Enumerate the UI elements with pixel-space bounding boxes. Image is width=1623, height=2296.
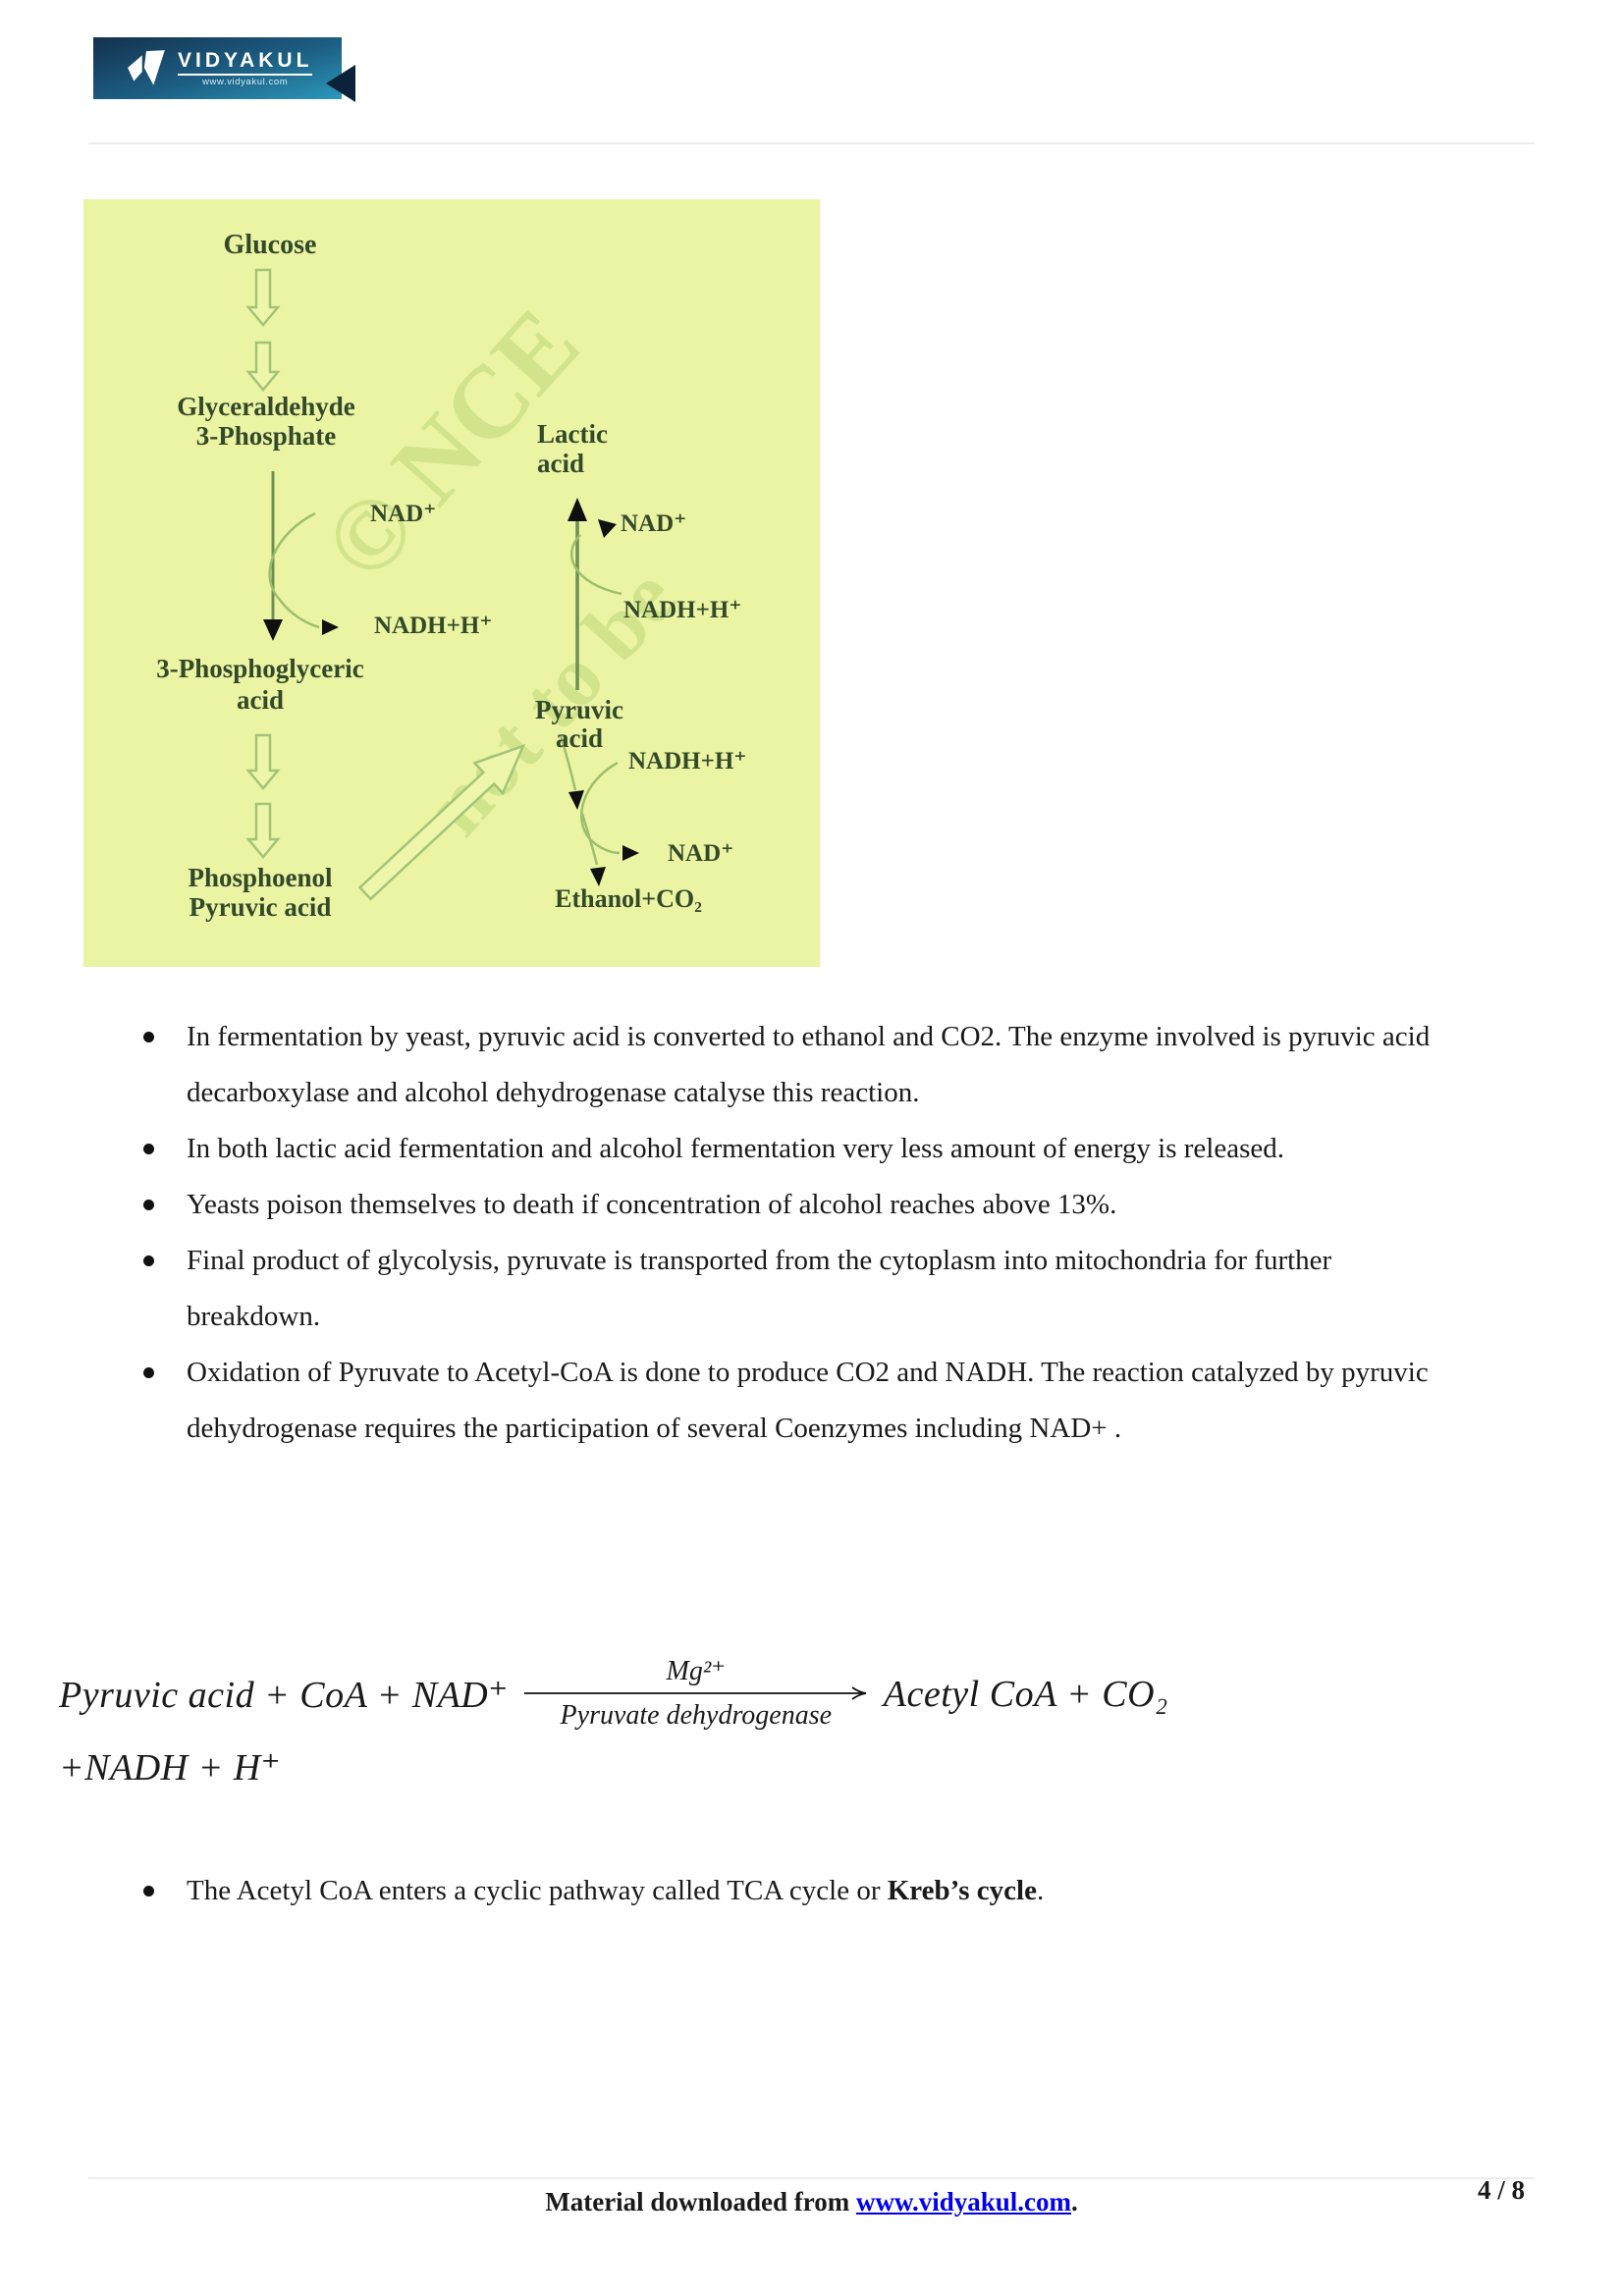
cofactor-arc [569, 534, 622, 596]
bullet-tail: . [1036, 1875, 1045, 1906]
cofactor-nadh-h: NADH+H⁺ [628, 748, 747, 774]
node-line: Pyruvic acid [189, 892, 332, 922]
node-line: Pyruvic [535, 695, 623, 724]
brand-url: www.vidyakul.com [202, 76, 289, 87]
solid-arrowhead [598, 519, 617, 538]
hollow-down-arrow [245, 341, 281, 392]
notes-bullet-list: In fermentation by yeast, pyruvic acid i… [88, 1009, 1463, 1457]
solid-arrowhead [622, 845, 639, 861]
cofactor-nadh-h: NADH+H⁺ [374, 613, 493, 639]
bullet-item: In fermentation by yeast, pyruvic acid i… [88, 1009, 1463, 1121]
node-glyceraldehyde-3-phosphate: Glyceraldehyde 3-Phosphate [129, 392, 404, 451]
node-line: acid [537, 449, 585, 478]
hollow-down-arrow [245, 733, 281, 790]
node-glucose: Glucose [223, 230, 317, 260]
solid-arrowhead [590, 867, 606, 886]
bullet-item: Yeasts poison themselves to death if con… [88, 1177, 1463, 1233]
cofactor-nad-plus: NAD⁺ [621, 510, 687, 537]
footer-separator [88, 2177, 1535, 2179]
equation-rhs: Acetyl CoA + CO₂ [883, 1674, 1168, 1715]
bullet-item: Final product of glycolysis, pyruvate is… [88, 1233, 1463, 1345]
bullet-text: The Acetyl CoA enters a cyclic pathway c… [187, 1875, 888, 1906]
node-ethanol-co2: Ethanol+CO₂ [555, 884, 702, 913]
bullet-item: The Acetyl CoA enters a cyclic pathway c… [88, 1863, 1463, 1919]
right-arrow-icon [523, 1686, 866, 1700]
node-line: 3-Phosphoglyceric [156, 654, 364, 683]
equation-main-row: Pyruvic acid + CoA + NAD⁺ Mg²⁺ Pyruvate … [59, 1657, 1571, 1732]
hollow-diagonal-arrow [357, 743, 526, 901]
footer: Material downloaded from www.vidyakul.co… [0, 2187, 1623, 2217]
reaction-line [559, 734, 577, 791]
node-line: 3-Phosphate [195, 421, 337, 451]
equation-enzyme-bottom: Pyruvate dehydrogenase [560, 1700, 833, 1731]
bullet-item: In both lactic acid fermentation and alc… [88, 1121, 1463, 1177]
header-separator [88, 142, 1535, 144]
solid-arrowhead [568, 790, 584, 810]
fermentation-pathway-diagram: © NCE not to be Glucose Glyceraldehyde [83, 199, 820, 967]
cofactor-arc [580, 761, 621, 855]
bullet-bold-text: Kreb’s cycle [887, 1875, 1037, 1906]
diagram-arrows-layer [245, 268, 639, 901]
node-line: Lactic [537, 419, 608, 449]
equation-catalyst-top: Mg²⁺ [666, 1656, 727, 1686]
cofactor-arc [268, 511, 320, 629]
footer-tail: . [1071, 2187, 1078, 2216]
node-pyruvic-acid: Pyruvic acid [520, 696, 638, 753]
node-phosphoenol-pyruvic-acid: Phosphoenol Pyruvic acid [113, 863, 407, 922]
hollow-down-arrow [245, 268, 281, 327]
hollow-down-arrow [245, 802, 281, 859]
node-line: Glyceraldehyde [177, 392, 355, 421]
logo-text-block: VIDYAKUL www.vidyakul.com [178, 50, 313, 87]
footer-link[interactable]: www.vidyakul.com [855, 2187, 1072, 2216]
equation-second-line: +NADH + H⁺ [59, 1747, 282, 1789]
cofactor-nad-plus: NAD⁺ [668, 840, 734, 867]
node-line: acid [236, 685, 284, 715]
node-line: acid [555, 723, 603, 753]
vidyakul-logo-icon [128, 49, 165, 85]
brand-name: VIDYAKUL [178, 50, 313, 76]
node-line: Phosphoenol [188, 863, 333, 892]
vidyakul-logo-banner: VIDYAKUL www.vidyakul.com [93, 37, 342, 99]
page-number: 4 / 8 [1477, 2175, 1525, 2205]
solid-arrowhead [263, 619, 283, 641]
solid-arrowhead [568, 498, 587, 521]
cofactor-nadh-h: NADH+H⁺ [623, 597, 742, 623]
tca-bullet-list: The Acetyl CoA enters a cyclic pathway c… [88, 1863, 1463, 1919]
reaction-line [580, 813, 599, 866]
cofactor-nad-plus: NAD⁺ [370, 501, 437, 527]
solid-arrowhead [322, 619, 339, 635]
logo-ribbon-fold [326, 65, 355, 102]
pyruvate-dehydrogenase-equation: Pyruvic acid + CoA + NAD⁺ Mg²⁺ Pyruvate … [59, 1657, 1571, 1789]
bullet-item: Oxidation of Pyruvate to Acetyl-CoA is d… [88, 1345, 1463, 1457]
node-lactic-acid: Lactic acid [537, 419, 655, 478]
equation-lhs: Pyruvic acid + CoA + NAD⁺ [59, 1674, 509, 1716]
node-3-phosphoglyceric-acid: 3-Phosphoglyceric acid [113, 653, 407, 716]
equation-arrow-block: Mg²⁺ Pyruvate dehydrogenase [523, 1656, 868, 1732]
footer-text: Material downloaded from [545, 2187, 856, 2216]
